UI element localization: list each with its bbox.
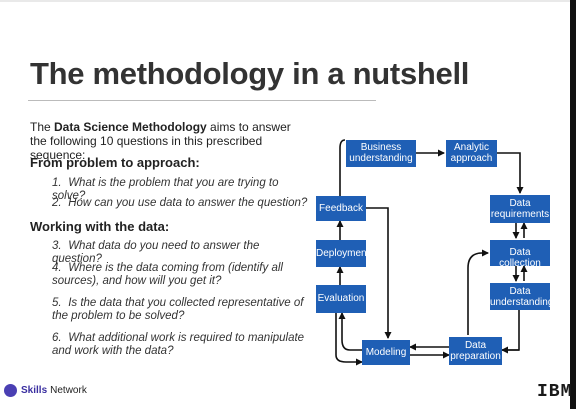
- node-label: Deployment: [316, 248, 366, 259]
- intro-rest: aims to answer the following 10 question…: [30, 120, 291, 162]
- top-divider: [0, 0, 576, 2]
- node-deployment: Deployment: [316, 240, 366, 267]
- question-number: 2.: [52, 197, 62, 209]
- diagram-arrows: [335, 139, 528, 366]
- node-label: Data requirements: [490, 198, 550, 220]
- question-4: 4. Where is the data coming from (identi…: [52, 262, 308, 288]
- node-label: Evaluation: [317, 293, 365, 304]
- section-working-with-data: Working with the data:: [30, 219, 170, 234]
- skills-network-logo: Skills Network: [4, 384, 87, 397]
- node-data-collection: Data collection: [490, 240, 550, 266]
- question-text: What additional work is required to mani…: [52, 332, 305, 357]
- node-label: Modeling: [365, 347, 407, 358]
- right-edge: [570, 0, 576, 409]
- node-label: Data preparation: [450, 340, 501, 362]
- node-analytic-approach: Analytic approach: [446, 140, 497, 167]
- node-modeling: Modeling: [362, 340, 410, 365]
- node-label: Feedback: [319, 203, 363, 214]
- question-number: 3.: [52, 240, 62, 252]
- node-business-understanding: Business understanding: [346, 140, 416, 167]
- question-text: What is the problem that you are trying …: [52, 177, 279, 202]
- question-number: 1.: [52, 177, 62, 189]
- question-number: 4.: [52, 262, 62, 274]
- question-6: 6. What additional work is required to m…: [52, 332, 308, 358]
- node-data-requirements: Data requirements: [490, 195, 550, 223]
- question-text: How can you use data to answer the quest…: [68, 197, 308, 209]
- question-text: Is the data that you collected represent…: [52, 297, 304, 322]
- node-evaluation: Evaluation: [316, 285, 366, 313]
- intro-text: The Data Science Methodology aims to ans…: [30, 120, 310, 162]
- question-1: 1. What is the problem that you are tryi…: [52, 177, 308, 203]
- brand-rest: Network: [50, 385, 87, 396]
- question-number: 6.: [52, 332, 62, 344]
- node-label: Analytic approach: [450, 142, 493, 164]
- node-data-preparation: Data preparation: [449, 337, 502, 365]
- question-text: Where is the data coming from (identify …: [52, 262, 283, 287]
- node-feedback: Feedback: [316, 196, 366, 221]
- title-underline: [28, 100, 376, 101]
- slide-title: The methodology in a nutshell: [30, 56, 470, 91]
- node-label: Business understanding: [349, 142, 413, 164]
- question-5: 5. Is the data that you collected repres…: [52, 297, 308, 323]
- brand-bold: Skills: [21, 385, 48, 396]
- node-label: Data collection: [499, 247, 541, 266]
- ibm-logo: IBM: [537, 382, 573, 402]
- question-number: 5.: [52, 297, 62, 309]
- node-label: Data understanding: [490, 286, 550, 308]
- section-problem-to-approach: From problem to approach:: [30, 155, 200, 170]
- intro-bold: Data Science Methodology: [54, 120, 207, 134]
- node-data-understanding: Data understanding: [490, 283, 550, 310]
- question-3: 3. What data do you need to answer the q…: [52, 240, 308, 266]
- intro-prefix: The: [30, 120, 55, 134]
- question-2: 2. How can you use data to answer the qu…: [52, 197, 308, 210]
- top-bar: [0, 0, 576, 14]
- skills-network-icon: [4, 384, 17, 397]
- question-text: What data do you need to answer the ques…: [52, 240, 260, 265]
